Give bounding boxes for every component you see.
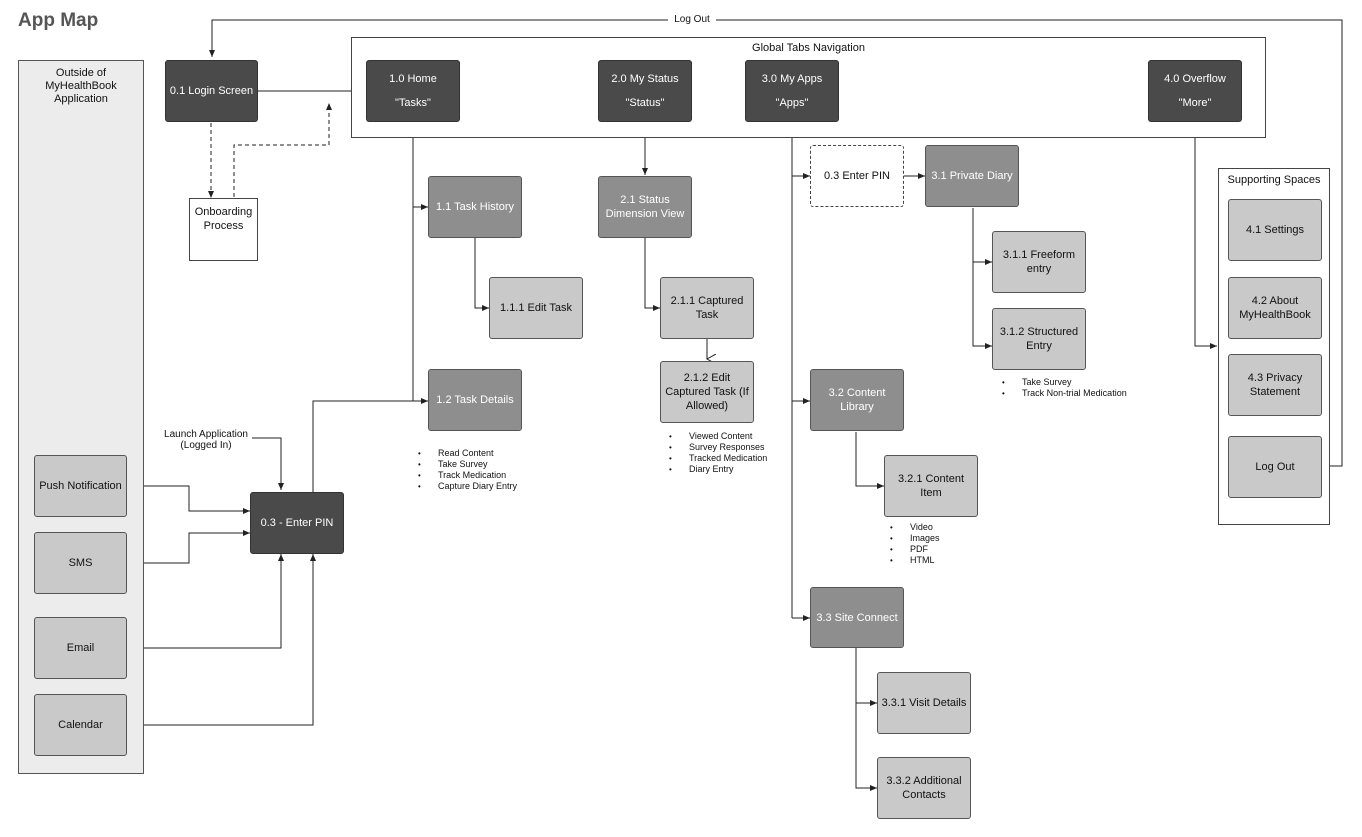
global-tabs-label: Global Tabs Navigation	[752, 42, 865, 54]
tab-overflow-title: 4.0 Overflow	[1164, 73, 1226, 85]
site-connect-node[interactable]: 3.3 Site Connect	[810, 587, 904, 648]
about-label: 4.2 About MyHealthBook	[1239, 295, 1311, 321]
list-item: Take Survey	[1002, 377, 1127, 388]
sms-node[interactable]: SMS	[34, 532, 127, 594]
captured-task-label: 2.1.1 Captured Task	[670, 295, 744, 321]
logout-label: Log Out	[1255, 461, 1295, 473]
onboarding-label: Onboarding Process	[194, 206, 253, 232]
logout-node[interactable]: Log Out	[1228, 436, 1322, 498]
status-dimension-node[interactable]: 2.1 Status Dimension View	[598, 176, 692, 238]
content-item-node[interactable]: 3.2.1 Content Item	[884, 455, 978, 517]
task-details-label: 1.2 Task Details	[436, 394, 514, 406]
push-notification-label: Push Notification	[39, 480, 122, 492]
logout-loop-label: Log Out	[668, 14, 716, 25]
private-diary-node[interactable]: 3.1 Private Diary	[925, 145, 1019, 207]
content-item-label: 3.2.1 Content Item	[897, 473, 965, 499]
email-node[interactable]: Email	[34, 617, 127, 679]
list-item: PDF	[890, 544, 940, 555]
structured-list: Take Survey Track Non-trial Medication	[1002, 377, 1127, 399]
freeform-entry-label: 3.1.1 Freeform entry	[1002, 249, 1076, 275]
list-item: Images	[890, 533, 940, 544]
visit-details-node[interactable]: 3.3.1 Visit Details	[877, 672, 971, 734]
private-diary-label: 3.1 Private Diary	[931, 170, 1013, 182]
tab-home-sub: "Tasks"	[395, 97, 431, 109]
content-item-list: Video Images PDF HTML	[890, 522, 940, 566]
page-title: App Map	[18, 10, 99, 31]
tab-status-sub: "Status"	[625, 97, 665, 109]
list-item: Survey Responses	[669, 442, 767, 453]
content-library-node[interactable]: 3.2 Content Library	[810, 369, 904, 431]
edit-task-node[interactable]: 1.1.1 Edit Task	[489, 277, 583, 339]
task-details-list: Read Content Take Survey Track Medicatio…	[418, 448, 517, 492]
enter-pin-main-node[interactable]: 0.3 - Enter PIN	[250, 492, 344, 554]
tab-overflow[interactable]: 4.0 Overflow "More"	[1148, 60, 1242, 122]
freeform-entry-node[interactable]: 3.1.1 Freeform entry	[992, 231, 1086, 293]
calendar-node[interactable]: Calendar	[34, 694, 127, 756]
tab-status-title: 2.0 My Status	[611, 73, 679, 85]
additional-contacts-label: 3.3.2 Additional Contacts	[886, 775, 962, 801]
list-item: Read Content	[418, 448, 517, 459]
captured-task-node[interactable]: 2.1.1 Captured Task	[660, 277, 754, 339]
list-item: Tracked Medication	[669, 453, 767, 464]
visit-details-label: 3.3.1 Visit Details	[881, 697, 967, 709]
list-item: Capture Diary Entry	[418, 481, 517, 492]
sms-label: SMS	[68, 557, 93, 569]
list-item: HTML	[890, 555, 940, 566]
edit-captured-task-label: 2.1.2 Edit Captured Task (If Allowed)	[665, 372, 749, 412]
onboarding-node[interactable]: Onboarding Process	[189, 198, 258, 261]
edit-task-label: 1.1.1 Edit Task	[500, 302, 572, 314]
tab-apps[interactable]: 3.0 My Apps "Apps"	[745, 60, 839, 122]
structured-entry-node[interactable]: 3.1.2 Structured Entry	[992, 308, 1086, 370]
privacy-statement-node[interactable]: 4.3 Privacy Statement	[1228, 354, 1322, 416]
task-history-label: 1.1 Task History	[435, 201, 515, 213]
calendar-label: Calendar	[58, 719, 103, 731]
login-screen-node[interactable]: 0.1 Login Screen	[165, 60, 258, 122]
list-item: Viewed Content	[669, 431, 767, 442]
settings-label: 4.1 Settings	[1245, 224, 1305, 236]
edit-captured-task-node[interactable]: 2.1.2 Edit Captured Task (If Allowed)	[660, 361, 754, 423]
list-item: Video	[890, 522, 940, 533]
enter-pin-dashed-node[interactable]: 0.3 Enter PIN	[810, 145, 904, 207]
outside-panel-label: Outside of MyHealthBook Application	[45, 67, 117, 105]
content-library-label: 3.2 Content Library	[828, 387, 886, 413]
tab-overflow-sub: "More"	[1178, 97, 1212, 109]
additional-contacts-node[interactable]: 3.3.2 Additional Contacts	[877, 757, 971, 819]
list-item: Track Medication	[418, 470, 517, 481]
tab-home-title: 1.0 Home	[389, 73, 437, 85]
enter-pin-main-label: 0.3 - Enter PIN	[260, 517, 334, 529]
about-node[interactable]: 4.2 About MyHealthBook	[1228, 277, 1322, 339]
launch-application-label: Launch Application (Logged In)	[160, 429, 252, 451]
tab-apps-sub: "Apps"	[775, 97, 809, 109]
list-item: Take Survey	[418, 459, 517, 470]
privacy-statement-label: 4.3 Privacy Statement	[1247, 372, 1303, 398]
tab-status[interactable]: 2.0 My Status "Status"	[598, 60, 692, 122]
supporting-spaces-label: Supporting Spaces	[1227, 174, 1321, 186]
list-item: Diary Entry	[669, 464, 767, 475]
email-label: Email	[66, 642, 95, 654]
task-details-node[interactable]: 1.2 Task Details	[428, 369, 522, 431]
site-connect-label: 3.3 Site Connect	[816, 611, 898, 624]
task-history-node[interactable]: 1.1 Task History	[428, 176, 522, 238]
enter-pin-dashed-label: 0.3 Enter PIN	[823, 170, 891, 182]
status-dimension-label: 2.1 Status Dimension View	[605, 194, 685, 220]
list-item: Track Non-trial Medication	[1002, 388, 1127, 399]
login-screen-label: 0.1 Login Screen	[169, 85, 254, 97]
structured-entry-label: 3.1.2 Structured Entry	[999, 326, 1079, 352]
tab-apps-title: 3.0 My Apps	[761, 73, 823, 85]
tab-home[interactable]: 1.0 Home "Tasks"	[366, 60, 460, 122]
push-notification-node[interactable]: Push Notification	[34, 455, 127, 517]
settings-node[interactable]: 4.1 Settings	[1228, 199, 1322, 261]
edit-captured-list: Viewed Content Survey Responses Tracked …	[669, 431, 767, 475]
